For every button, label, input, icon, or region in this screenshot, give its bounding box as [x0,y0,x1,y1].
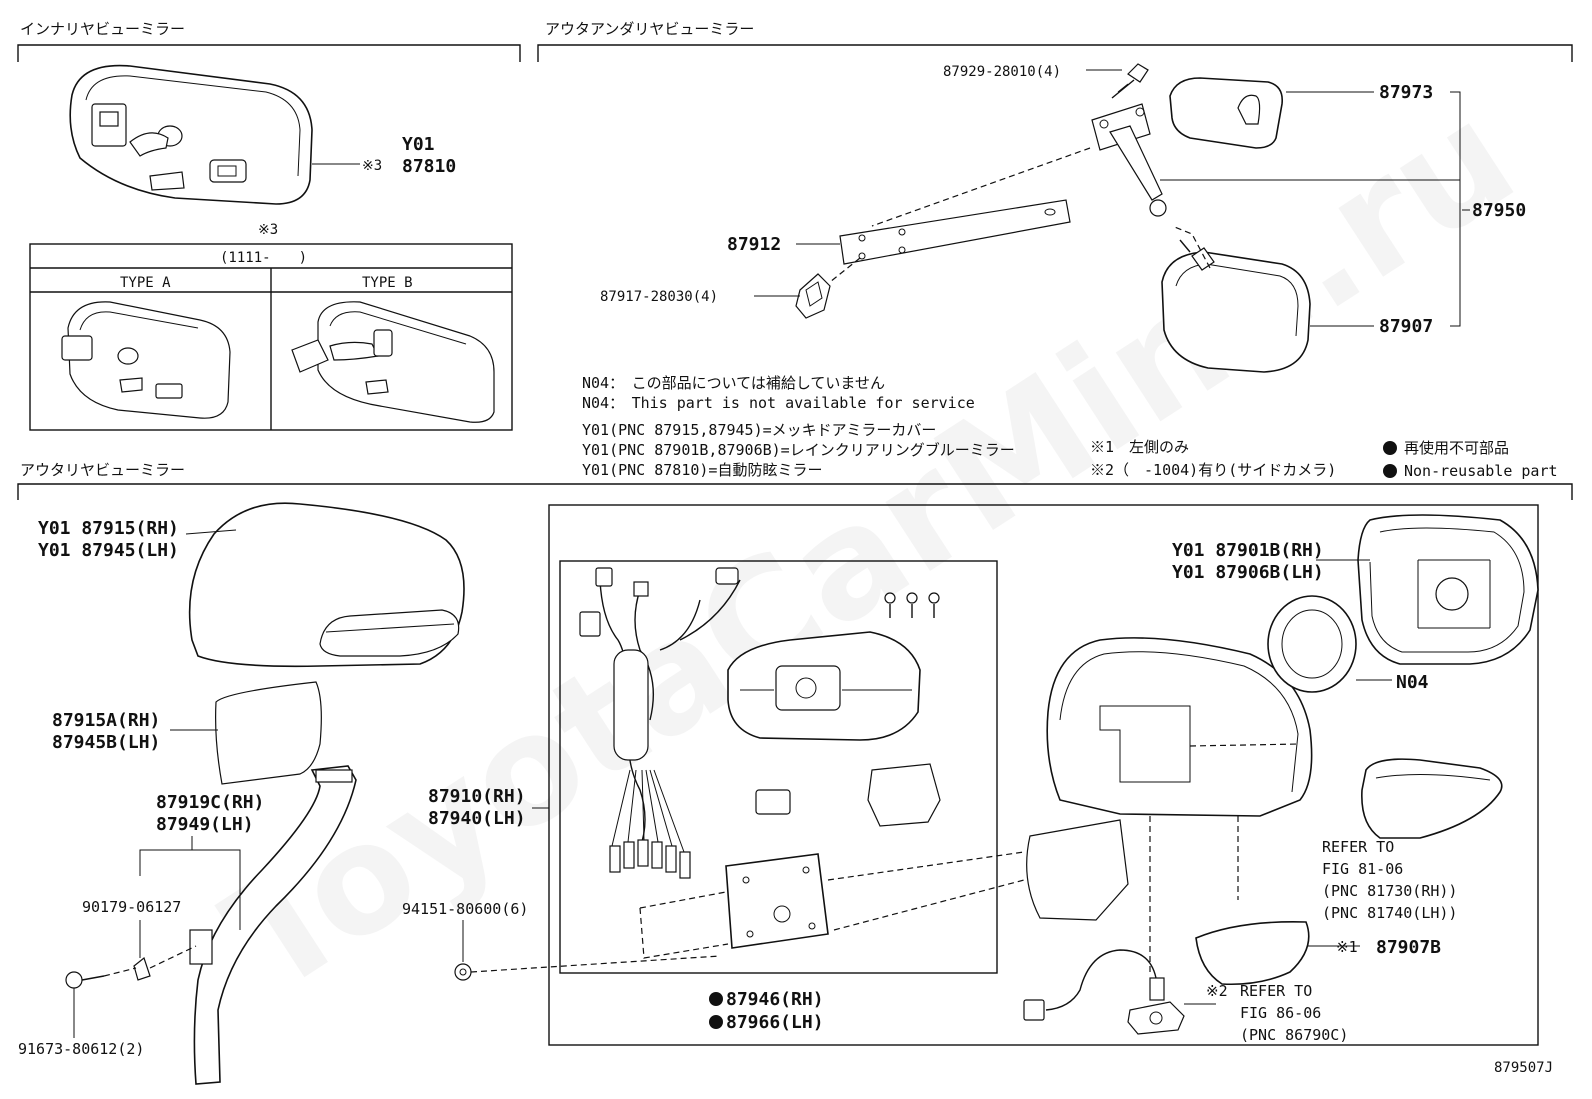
type-b-mirror [291,301,495,423]
under-87912: 87912 [727,234,781,255]
actuator-drawing [1267,595,1392,693]
outer-87907b-mark: ※1 [1336,938,1358,956]
outer-87901b: Y01 87901B(RH) [1172,540,1324,561]
side-camera-drawing [1023,949,1216,1035]
inner-part-87810: 87810 [402,156,456,177]
under-87929: 87929-28010(4) [943,64,1061,80]
under-87917: 87917-28030(4) [600,289,718,305]
under-mirror-drawing [795,63,1311,373]
under-leaders [754,69,1470,327]
control-plate-drawing [639,851,1025,959]
outer-87949: 87949(LH) [156,814,254,835]
note-y01-a: Y01(PNC 87915,87945)=メッキドアミラーカバー [582,421,936,439]
turn-lamp-drawing [1361,758,1503,839]
outer-87910: 87910(RH) [428,786,526,807]
note-nonreusable-en: Non-reusable part [1404,462,1558,480]
mirror-housing-drawing [1026,637,1313,972]
type-a-label: TYPE A [120,275,171,291]
outer-87906b: Y01 87906B(LH) [1172,562,1324,583]
inner-mirror-drawing [69,64,360,205]
figure-id: 879507J [1494,1060,1553,1076]
section-frames [17,44,1573,1046]
refer-fig86-2: FIG 86-06 [1240,1004,1321,1022]
outer-90179: 90179-06127 [82,898,181,916]
refer-fig81-1: REFER TO [1322,838,1394,856]
type-b-label: TYPE B [362,275,413,291]
refer-fig81-4: (PNC 81740(LH)) [1322,904,1457,922]
mirror-glass-drawing [1357,514,1539,665]
outer-87966: 87966(LH) [726,1012,824,1033]
note-mark-2: ※2（ -1004)有り(サイドカメラ) [1090,461,1336,479]
note-y01-c: Y01(PNC 87810)=自動防眩ミラー [582,461,822,479]
harness-drawing [579,567,741,879]
camera-mark: ※2 [1206,982,1228,1000]
section-title-outer: アウタリヤビューミラー [20,461,185,479]
inner-y01: Y01 [402,134,435,155]
outer-n04: N04 [1396,672,1429,693]
bullet-icon [1383,464,1397,478]
note-n04-jp: N04： この部品については補給していません [582,374,885,392]
note-y01-b: Y01(PNC 87901B,87906B)=レインクリアリングブルーミラー [582,441,1015,459]
bullet-icon [709,1015,723,1029]
outer-left-leaders [73,529,549,1038]
outer-94151: 94151-80600(6) [402,900,528,918]
outer-91673: 91673-80612(2) [18,1040,144,1058]
under-87907: 87907 [1379,316,1433,337]
refer-fig81-2: FIG 81-06 [1322,860,1403,878]
section-title-under: アウタアンダリヤビューミラー [545,20,754,38]
note-mark-1: ※1 左側のみ [1090,438,1189,456]
bullet-icon [709,992,723,1006]
outer-87915a: 87915A(RH) [52,710,160,731]
outer-cover-rh: Y01 87915(RH) [38,518,179,539]
screws [884,592,940,618]
outer-87919c: 87919C(RH) [156,792,264,813]
outer-87907b: 87907B [1376,937,1441,958]
nut-94151 [454,955,721,981]
refer-fig81-3: (PNC 81730(RH)) [1322,882,1457,900]
motor-drawing [727,592,941,827]
type-a-mirror [61,301,231,419]
outer-87946: 87946(RH) [726,989,824,1010]
table-mark: ※3 [258,222,278,238]
note-n04-en: N04： This part is not available for serv… [582,394,975,412]
outer-87945b: 87945B(LH) [52,732,160,753]
lower-cover-drawing [1195,921,1360,986]
under-87950: 87950 [1472,200,1526,221]
inner-ref-mark: ※3 [362,158,382,174]
outer-mirror-left-drawing [65,502,465,1085]
outer-cover-lh: Y01 87945(LH) [38,540,179,561]
refer-fig86-3: (PNC 86790C) [1240,1026,1348,1044]
table-header: (1111- ) [220,250,307,266]
refer-fig86-1: REFER TO [1240,982,1312,1000]
outer-87940: 87940(LH) [428,808,526,829]
under-87973: 87973 [1379,82,1433,103]
bullet-icon [1383,441,1397,455]
type-table [29,243,513,431]
section-title-inner: インナリヤビューミラー [20,20,185,38]
note-nonreusable-jp: 再使用不可部品 [1404,439,1509,457]
